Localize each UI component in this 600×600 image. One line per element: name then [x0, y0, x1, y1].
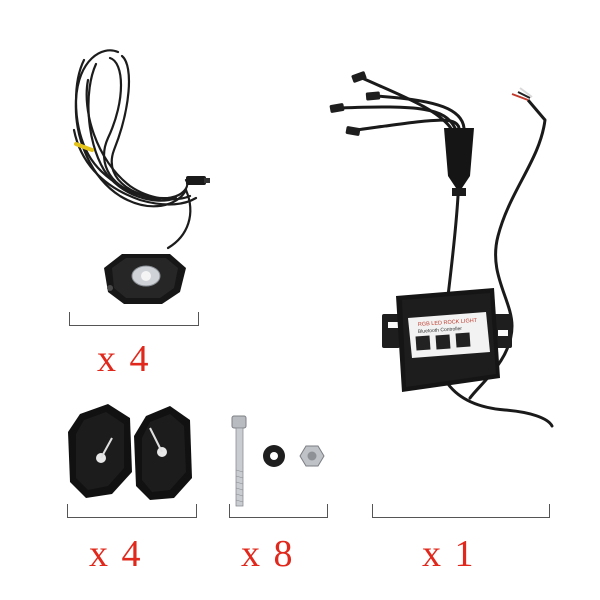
- controller-label-line2: Bluetooth Controller: [418, 326, 463, 335]
- quantity-screw-set: x 8: [241, 533, 295, 575]
- splitter-leads: [338, 76, 466, 132]
- bolt: [231, 415, 247, 507]
- controller-label-line1: RGB LED ROCK LIGHT: [418, 318, 478, 328]
- bracket-screw-set: [229, 504, 328, 518]
- cable-tie-yellow: [74, 142, 94, 152]
- qr-code-1: [415, 335, 431, 351]
- screw-set: [231, 415, 325, 507]
- mounting-brackets: [68, 404, 192, 500]
- quantity-mounting-bracket: x 4: [89, 533, 143, 575]
- bracket-rock-light: [69, 312, 199, 326]
- quantity-controller: x 1: [422, 533, 476, 575]
- coiled-cable: [72, 49, 198, 250]
- mounting-bracket-right: [134, 406, 192, 500]
- bracket-mounting-bracket: [67, 504, 197, 518]
- rock-light-pod: [104, 254, 186, 304]
- bracket-controller: [372, 504, 550, 518]
- hex-nut: [299, 445, 325, 467]
- bluetooth-controller-assembly: RGB LED ROCK LIGHT Bluetooth Controller: [329, 71, 554, 428]
- rock-light-with-cable: [72, 49, 210, 304]
- controller-label-sticker: RGB LED ROCK LIGHT Bluetooth Controller: [408, 312, 490, 358]
- quantity-rock-light: x 4: [97, 338, 151, 380]
- cable-connector: [186, 176, 210, 185]
- power-wire-ends: [511, 87, 547, 121]
- splitter-connectors: [329, 71, 381, 136]
- qr-code-2: [435, 334, 451, 350]
- washer: [263, 445, 285, 467]
- controller-box: RGB LED ROCK LIGHT Bluetooth Controller: [382, 288, 512, 392]
- qr-code-3: [455, 332, 471, 348]
- splitter-hub: [444, 128, 474, 196]
- mounting-bracket-left: [68, 404, 132, 498]
